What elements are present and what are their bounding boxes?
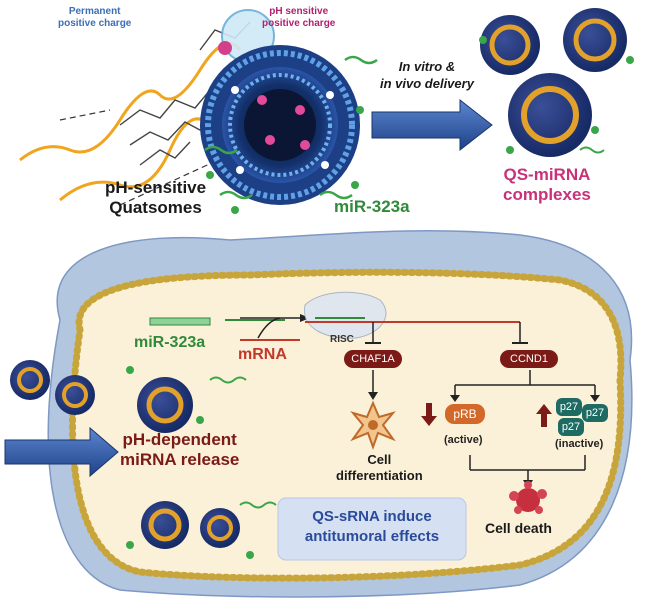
active-label: (active) (444, 434, 483, 446)
p27-cluster: p27 p27 p27 (556, 398, 628, 438)
prb-badge: pRB (445, 404, 485, 424)
release-label: pH-dependent miRNA release (120, 430, 240, 469)
p27-badge: p27 (582, 404, 608, 422)
ccnd1-badge: CCND1 (500, 350, 558, 368)
lipid-structure (19, 9, 275, 206)
risc-label: RISC (330, 334, 354, 345)
mrna-label: mRNA (238, 346, 287, 363)
complex-cluster-icon (479, 8, 634, 157)
ph-charge-label: pH sensitive positive charge (262, 6, 336, 29)
p27-badge: p27 (556, 398, 582, 416)
decrease-arrow-icon (421, 403, 437, 426)
pathway-lines (149, 291, 600, 488)
complexes-label: QS-miRNA complexes (503, 165, 591, 204)
chaf1a-badge: CHAF1A (344, 350, 402, 368)
increase-arrow-icon (536, 404, 552, 427)
effects-box (277, 497, 467, 561)
mir-label-cell: miR-323a (134, 334, 206, 351)
delivery-arrow-icon (371, 98, 493, 152)
delivery-label: In vitro & in vivo delivery (380, 59, 474, 91)
nanoparticle-group (10, 360, 277, 559)
entry-arrow-icon (4, 426, 119, 478)
effects-label: QS-sRNA induce antitumoral effects (304, 508, 440, 545)
differentiation-label: Cell differentiation (336, 452, 423, 483)
p27-badge: p27 (558, 418, 584, 436)
cell-death-label: Cell death (485, 520, 552, 536)
large-quatsome-icon (200, 45, 378, 214)
mir-label-top: miR-323a (334, 197, 410, 216)
quatsomes-label: pH-sensitive Quatsomes (105, 178, 207, 217)
inactive-label: (inactive) (555, 438, 604, 450)
cell-membrane (69, 268, 625, 582)
cell-death-icon (509, 481, 547, 514)
permanent-charge-label: Permanent positive charge (58, 6, 132, 29)
differentiation-cell-icon (350, 400, 396, 450)
